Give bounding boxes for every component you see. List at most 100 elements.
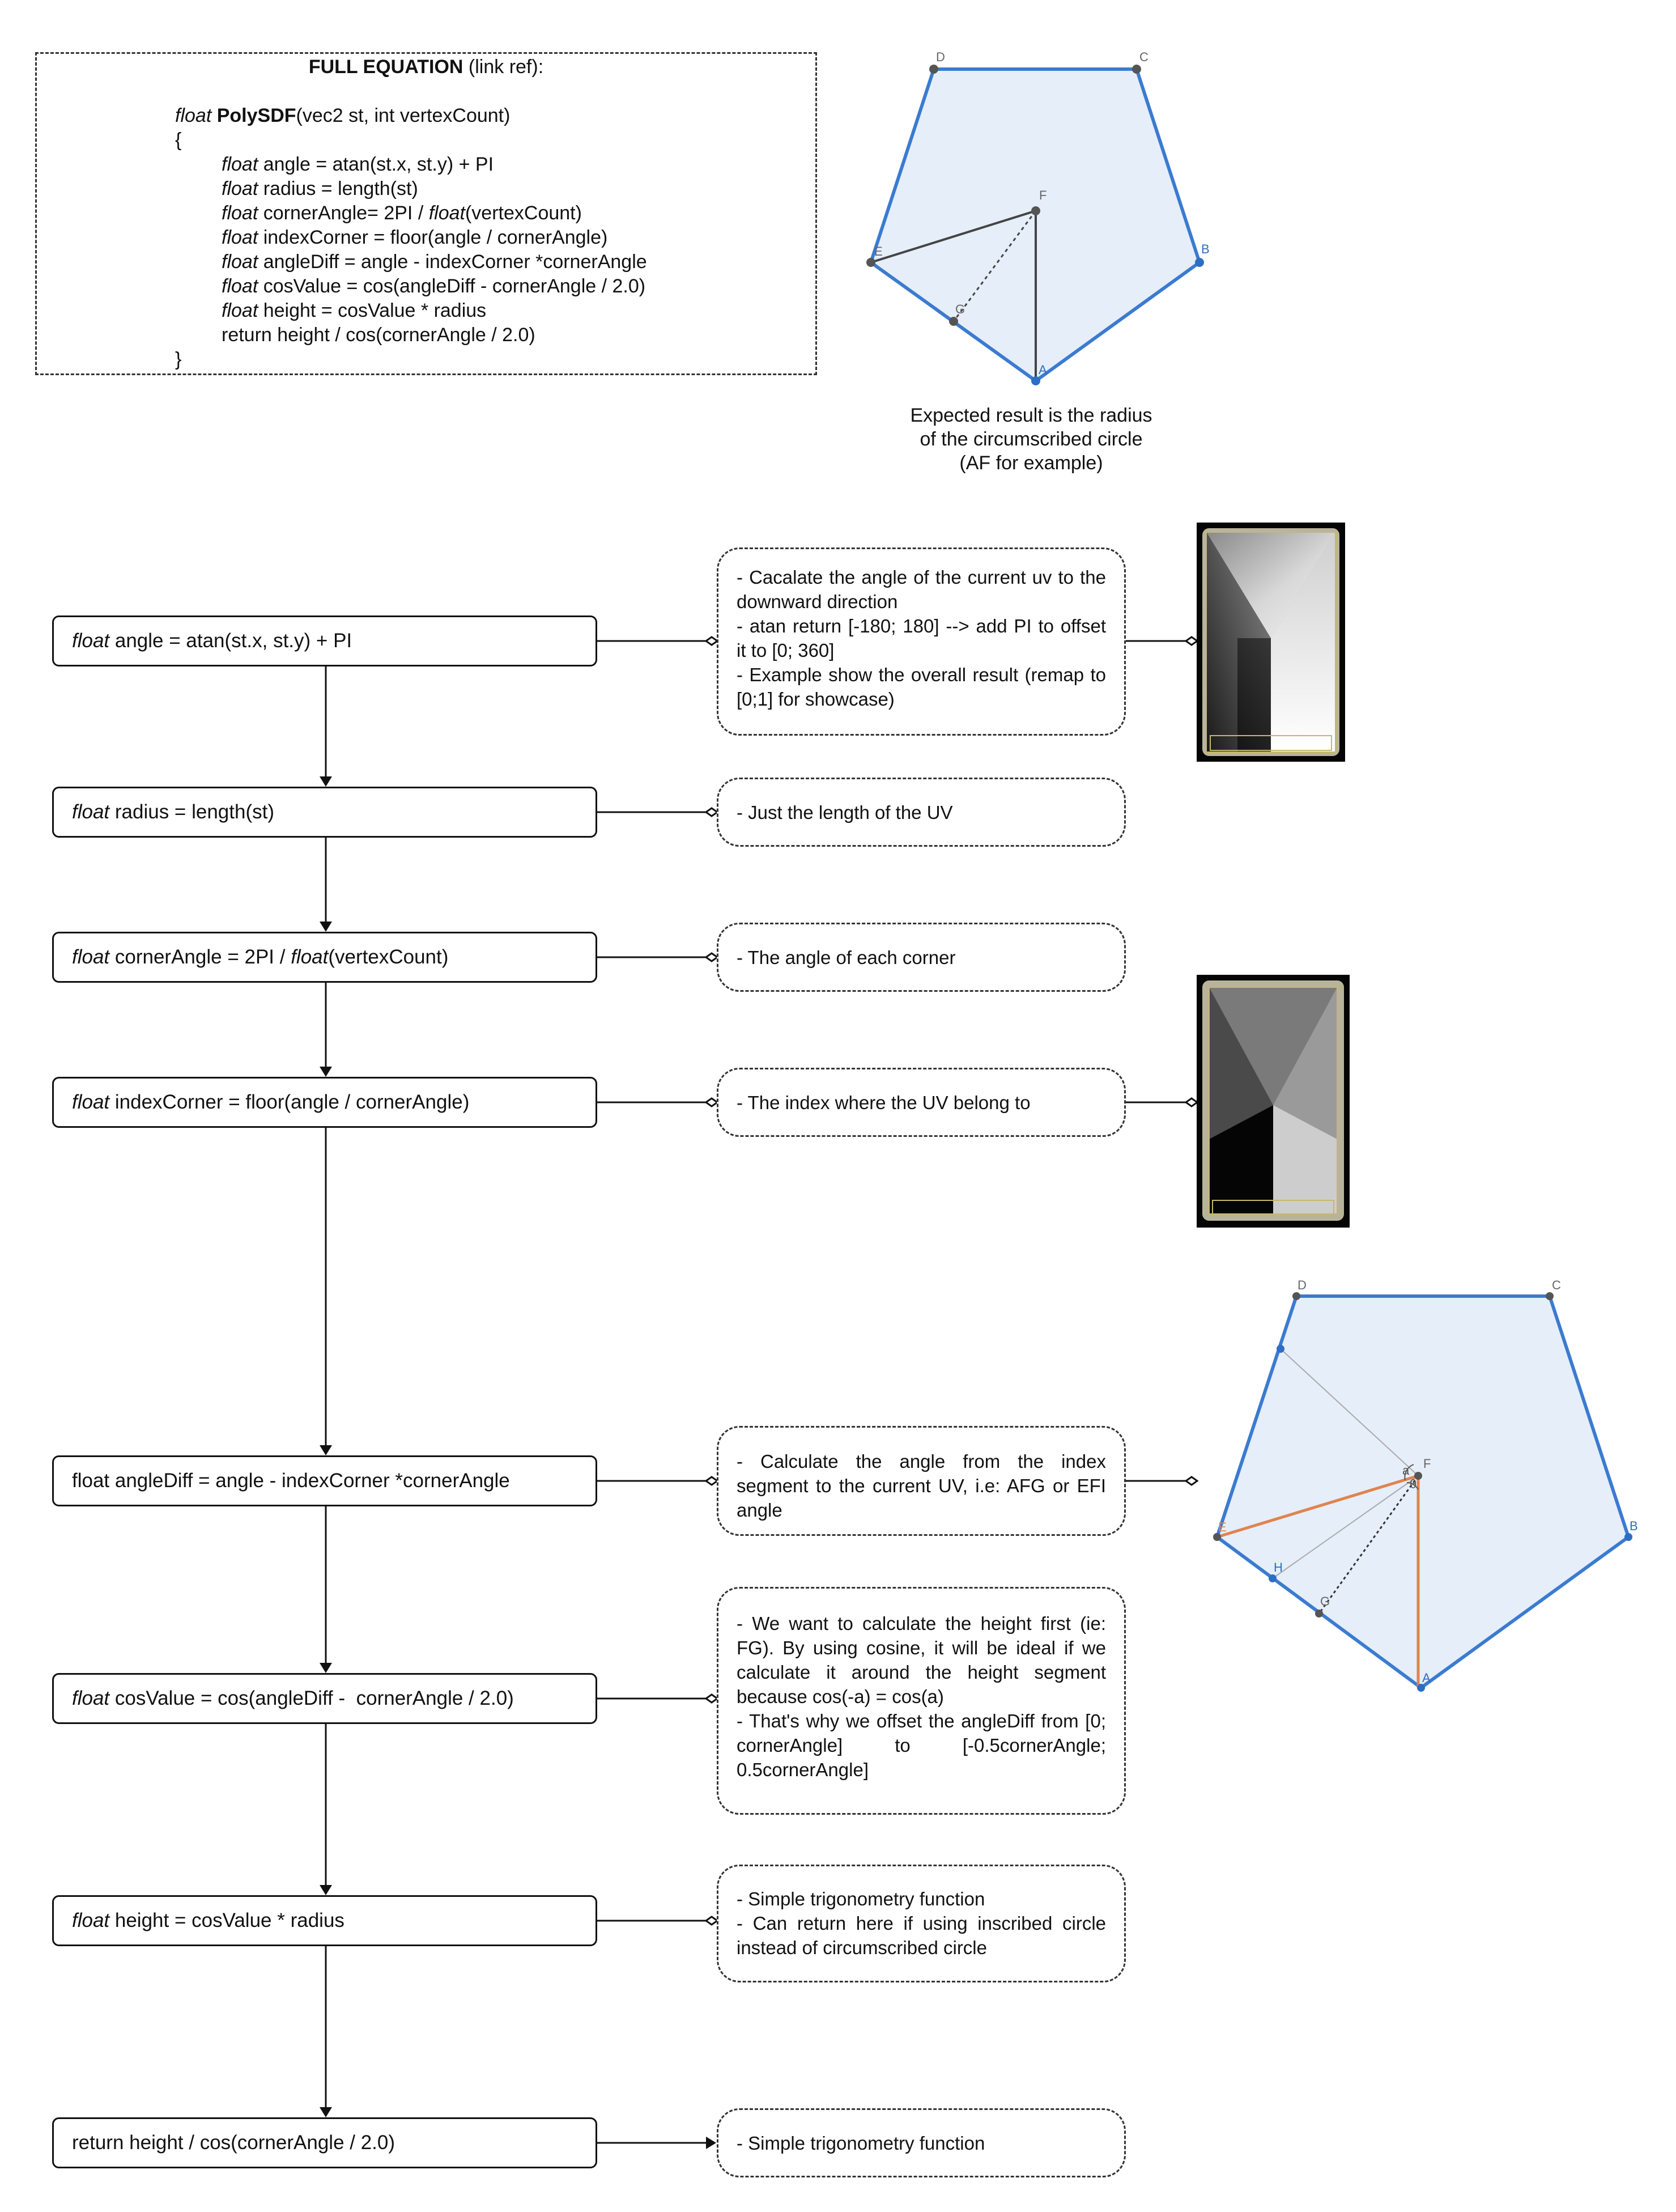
segment-light: [1272, 1475, 1419, 1579]
note-line: - Just the length of the UV: [737, 801, 953, 823]
step-radius: float radius = length(st): [52, 787, 597, 838]
type-keyword: float: [72, 1091, 110, 1113]
step-text: return height / cos(cornerAngle / 2.0): [72, 2132, 395, 2154]
thumb-region: [1237, 638, 1271, 752]
top-pentagon: D C F E B G A: [866, 50, 1210, 385]
note-corner-angle: - The angle of each corner: [717, 923, 1126, 992]
step-text: float angleDiff = angle - indexCorner *c…: [72, 1470, 510, 1492]
thumb-region: [1273, 987, 1337, 1139]
code-line: float height = cosValue * radius: [175, 299, 647, 323]
label-b: B: [1201, 242, 1210, 256]
pentagon-shape: [1215, 1294, 1631, 1690]
image-connectors: [1126, 636, 1199, 1486]
step-cos-value: float cosValue = cos(angleDiff - cornerA…: [52, 1673, 597, 1724]
step-text: cornerAngle = 2PI /: [109, 946, 291, 968]
point-g: [949, 317, 958, 326]
diamond-3: [704, 952, 719, 962]
arrowhead-3: [320, 1067, 332, 1077]
note-angle-diff: - Calculate the angle from the index seg…: [717, 1426, 1126, 1536]
thumb-region: [1207, 533, 1335, 638]
thumb-region: [1273, 1105, 1337, 1214]
thumb-region: [1209, 1105, 1273, 1214]
point-e: [1213, 1533, 1221, 1541]
diamond-6: [704, 1693, 719, 1704]
diamond-7: [704, 1916, 719, 1926]
arrowhead-7: [320, 2107, 332, 2117]
thumb-region: [1271, 533, 1335, 752]
code-text: cosValue = cos(angleDiff - cornerAngle /…: [258, 275, 646, 297]
img-diamond-1: [1184, 636, 1199, 646]
segment-fg: [952, 210, 1037, 322]
code-text: indexCorner = floor(angle / cornerAngle): [258, 227, 608, 248]
function-name: PolySDF: [216, 105, 296, 126]
label-d: D: [936, 50, 945, 64]
step-angle-diff: float angleDiff = angle - indexCorner *c…: [52, 1455, 597, 1506]
type-keyword: float: [175, 105, 212, 126]
point-a: [1031, 376, 1040, 385]
label-f: F: [1423, 1457, 1431, 1471]
code-line: return height / cos(cornerAngle / 2.0): [175, 323, 647, 347]
note-line: - That's why we offset the angleDiff fro…: [737, 1710, 1106, 1780]
type-keyword: float: [222, 202, 258, 224]
step-text: cosValue = cos(angleDiff - cornerAngle /…: [109, 1687, 514, 1709]
step-angle: float angle = atan(st.x, st.y) + PI: [52, 615, 597, 666]
caption-line: Expected result is the radius: [910, 405, 1152, 426]
img-diamond-2: [1184, 1097, 1199, 1107]
point-b: [1195, 258, 1204, 267]
code-line: float radius = length(st): [175, 177, 647, 201]
full-equation-box: FULL EQUATION (link ref): float PolySDF(…: [35, 52, 817, 375]
type-keyword: float: [222, 300, 258, 321]
type-keyword: float: [428, 202, 465, 224]
angle-preview-thumbnail: [1197, 523, 1345, 762]
point-e: [866, 258, 875, 267]
note-return: - Simple trigonometry function: [717, 2108, 1126, 2177]
note-index-corner: - The index where the UV belong to: [717, 1068, 1126, 1137]
note-line: - Simple trigonometry function: [737, 1888, 985, 1909]
type-keyword: float: [72, 946, 110, 968]
step-text: indexCorner = floor(angle / cornerAngle): [109, 1091, 470, 1113]
label-e: E: [1218, 1520, 1227, 1534]
point-d: [1292, 1292, 1300, 1300]
point-a: [1417, 1684, 1425, 1692]
code-line: float indexCorner = floor(angle / corner…: [175, 226, 647, 250]
caption-line: of the circumscribed circle: [920, 428, 1143, 450]
note-line: - atan return [-180; 180] --> add PI to …: [737, 615, 1106, 661]
note-radius: - Just the length of the UV: [717, 778, 1126, 847]
type-keyword: float: [222, 178, 258, 199]
label-a: A: [1422, 1671, 1431, 1685]
step-corner-angle: float cornerAngle = 2PI / float(vertexCo…: [52, 932, 597, 983]
point-c: [1546, 1292, 1554, 1300]
type-keyword: float: [72, 801, 110, 823]
close-brace: }: [175, 349, 182, 370]
label-c: C: [1139, 50, 1148, 64]
angle-arc: [1404, 1464, 1414, 1481]
diamond-5: [704, 1476, 719, 1486]
code-text: radius = length(st): [258, 178, 418, 199]
label-g: G: [955, 302, 965, 316]
equation-title: FULL EQUATION (link ref):: [37, 56, 815, 78]
equation-signature: float PolySDF(vec2 st, int vertexCount): [175, 104, 647, 128]
label-b: B: [1630, 1519, 1638, 1533]
caption-line: (AF for example): [959, 452, 1103, 474]
point-i: [1277, 1345, 1284, 1353]
label-f: F: [1039, 188, 1047, 202]
step-text: radius = length(st): [109, 801, 274, 823]
note-height: - Simple trigonometry function - Can ret…: [717, 1865, 1126, 1982]
flow-arrows: [320, 666, 332, 2117]
angle-arc: [1406, 1482, 1419, 1490]
top-pentagon-caption: Expected result is the radius of the cir…: [884, 404, 1179, 475]
arrowhead-6: [320, 1885, 332, 1895]
type-keyword: float: [72, 1909, 110, 1931]
thumb-border: [1205, 531, 1337, 753]
diamond-2: [704, 807, 719, 817]
label-h: H: [1274, 1560, 1283, 1574]
step-text: height = cosValue * radius: [109, 1909, 344, 1931]
point-b: [1624, 1533, 1632, 1541]
type-keyword: float: [222, 251, 258, 273]
step-index-corner: float indexCorner = floor(angle / corner…: [52, 1077, 597, 1128]
code-line: float angle = atan(st.x, st.y) + PI: [175, 152, 647, 177]
note-cos-value: - We want to calculate the height first …: [717, 1587, 1126, 1815]
img-diamond-3: [1184, 1476, 1199, 1486]
equation-title-bold: FULL EQUATION: [308, 56, 463, 78]
